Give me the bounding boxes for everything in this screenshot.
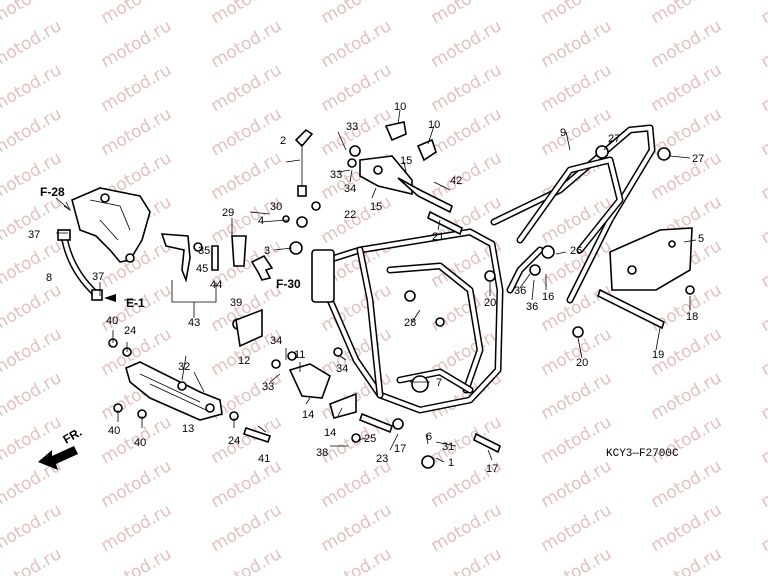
label-1: 1 [448, 457, 454, 469]
label-34c: 34 [336, 363, 348, 375]
label-42: 42 [450, 175, 462, 187]
label-25: 25 [364, 433, 376, 445]
label-15b: 15 [370, 201, 382, 213]
skid-plate [125, 361, 223, 421]
label-33c: 33 [262, 381, 274, 393]
label-26: 26 [570, 245, 582, 257]
main-frame [311, 228, 504, 414]
ref-e1: E-1 [126, 296, 145, 310]
engine-hanger-14 [235, 308, 501, 469]
label-13: 13 [182, 423, 194, 435]
label-41: 41 [258, 453, 270, 465]
label-6: 6 [426, 431, 432, 443]
label-16: 16 [542, 291, 554, 303]
clip-29 [231, 218, 247, 267]
label-12: 12 [238, 355, 250, 367]
label-27a: 27 [608, 133, 620, 145]
label-15a: 15 [400, 155, 412, 167]
e1-arrow-icon [104, 294, 116, 302]
label-19: 19 [652, 349, 664, 361]
label-35: 35 [198, 245, 210, 257]
fr-arrow-icon [38, 446, 78, 470]
label-31: 31 [442, 441, 454, 453]
label-10b: 10 [428, 119, 440, 131]
ref-f28: F-28 [40, 185, 65, 199]
label-3: 3 [264, 245, 270, 257]
label-7: 7 [436, 377, 442, 389]
label-32: 32 [178, 361, 190, 373]
diagram-code: KCY3—F2700C [606, 448, 679, 460]
label-20b: 20 [576, 357, 588, 369]
label-27b: 27 [692, 153, 704, 165]
label-30: 30 [270, 201, 282, 213]
breather-hose [57, 229, 103, 301]
label-36b: 36 [526, 301, 538, 313]
label-34b: 34 [270, 335, 282, 347]
label-29: 29 [222, 207, 234, 219]
label-17b: 17 [486, 463, 498, 475]
leader-lines [56, 109, 697, 463]
label-43: 43 [188, 317, 200, 329]
rear-bolts [484, 145, 695, 338]
label-4: 4 [258, 215, 264, 227]
label-21: 21 [432, 231, 444, 243]
label-36a: 36 [514, 285, 526, 297]
f28-arrow-icon [55, 197, 72, 212]
label-33b: 33 [330, 169, 342, 181]
bracket-43 [160, 233, 219, 318]
ref-f30: F-30 [276, 277, 301, 291]
label-14b: 14 [324, 427, 336, 439]
label-34a: 34 [344, 183, 356, 195]
label-40a: 40 [106, 315, 118, 327]
label-10a: 10 [394, 101, 406, 113]
side-cover [609, 227, 693, 291]
label-40c: 40 [134, 437, 146, 449]
label-38: 38 [316, 447, 328, 459]
headstock-bracket [71, 187, 151, 263]
label-24b: 24 [228, 435, 240, 447]
label-8: 8 [46, 272, 52, 284]
label-33a: 33 [346, 121, 358, 133]
label-24a: 24 [124, 325, 136, 337]
label-2: 2 [280, 135, 286, 147]
label-20a: 20 [484, 297, 496, 309]
label-17a: 17 [394, 443, 406, 455]
label-39: 39 [230, 297, 242, 309]
label-37a: 37 [28, 229, 40, 241]
label-28: 28 [404, 317, 416, 329]
f30-arrow-icon [250, 254, 274, 281]
label-5: 5 [698, 233, 704, 245]
label-9: 9 [560, 127, 566, 139]
watermark-text: motod.ru [758, 0, 768, 28]
brackets-upper [282, 121, 463, 255]
label-14a: 14 [302, 409, 314, 421]
label-22: 22 [344, 209, 356, 221]
label-44: 44 [210, 279, 222, 291]
rear-subframe [490, 124, 656, 304]
label-23: 23 [376, 453, 388, 465]
label-40b: 40 [108, 425, 120, 437]
dipstick-2 [294, 128, 314, 197]
label-18: 18 [686, 311, 698, 323]
label-11: 11 [294, 349, 305, 361]
label-37b: 37 [92, 271, 104, 283]
label-45: 45 [196, 263, 208, 275]
